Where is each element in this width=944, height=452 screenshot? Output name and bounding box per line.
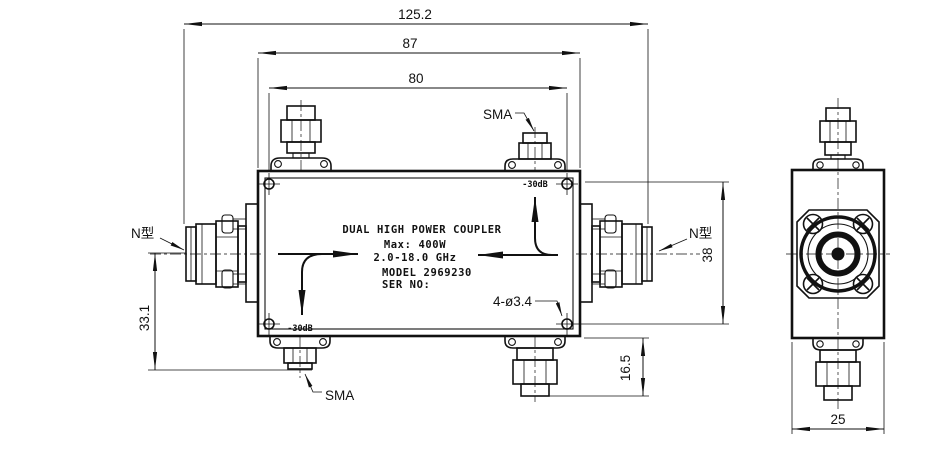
base-flange bbox=[504, 335, 566, 349]
power-rating-text: Max: 400W bbox=[384, 239, 446, 251]
flow-arrow-right bbox=[478, 197, 558, 259]
sma-label-top: SMA bbox=[483, 107, 535, 132]
flange-plate bbox=[245, 203, 259, 303]
dim-sma-protrusion-text: 16.5 bbox=[618, 355, 633, 381]
n-type-label-right: N型 bbox=[658, 226, 712, 252]
dim-hole-spacing: 80 bbox=[268, 71, 568, 171]
hole-callout-leader bbox=[535, 300, 563, 317]
flange-plate bbox=[579, 203, 593, 303]
coupling-label-bottom: -30dB bbox=[287, 324, 313, 334]
leader-line bbox=[515, 112, 535, 132]
dim-port-height-text: 33.1 bbox=[137, 305, 152, 331]
body-inner-outline bbox=[264, 177, 574, 330]
dim-side-width-text: 25 bbox=[830, 412, 845, 427]
hole-callout: 4-ø3.4 bbox=[493, 294, 563, 317]
side-view bbox=[786, 98, 890, 410]
n-connector-left bbox=[150, 203, 262, 303]
flow-arrow-left bbox=[278, 250, 358, 315]
frequency-text: 2.0-18.0 GHz bbox=[373, 252, 456, 264]
leader-line bbox=[658, 238, 688, 252]
mounting-flange bbox=[796, 209, 880, 299]
dim-flange-width-text: 87 bbox=[402, 36, 417, 51]
flange-screw-top bbox=[221, 214, 246, 234]
base-flange bbox=[504, 158, 566, 172]
n-type-label-right-text: N型 bbox=[689, 226, 712, 241]
coupling-label-top: -30dB bbox=[522, 180, 548, 190]
dim-port-height: 33.1 bbox=[137, 252, 312, 371]
front-view: DUAL HIGH POWER COUPLER Max: 400W 2.0-18… bbox=[131, 100, 712, 403]
flange-screw-top-right bbox=[852, 213, 874, 235]
model-text: MODEL 2969230 bbox=[382, 267, 472, 279]
flange-screw-bottom-left bbox=[802, 273, 824, 295]
base-flange bbox=[812, 158, 864, 171]
flange-screw-bottom bbox=[221, 269, 246, 289]
corner-hole-top-right bbox=[556, 173, 578, 195]
sma-label-bottom: SMA bbox=[304, 373, 354, 403]
dim-overall-width-text: 125.2 bbox=[398, 7, 432, 22]
dim-body-height: 38 bbox=[578, 181, 729, 325]
corner-hole-bottom-left bbox=[258, 313, 280, 335]
sma-label-bottom-text: SMA bbox=[325, 388, 354, 403]
dim-hole-spacing-text: 80 bbox=[408, 71, 423, 86]
flange-screw-top-left bbox=[802, 213, 824, 235]
base-flange bbox=[269, 335, 331, 349]
title-text: DUAL HIGH POWER COUPLER bbox=[342, 224, 501, 236]
n-connector-face bbox=[799, 215, 877, 293]
title-block: DUAL HIGH POWER COUPLER Max: 400W 2.0-18… bbox=[342, 224, 501, 291]
dim-side-width: 25 bbox=[791, 342, 885, 434]
flange-screw-bottom bbox=[592, 269, 617, 289]
sma-connector-top-right bbox=[504, 127, 566, 172]
side-sma-top bbox=[812, 107, 864, 171]
sma-label-top-text: SMA bbox=[483, 107, 512, 122]
serial-text: SER NO: bbox=[382, 279, 430, 291]
leader-line bbox=[304, 373, 322, 393]
sma-connector-bottom-left bbox=[269, 335, 331, 378]
base-flange bbox=[270, 157, 332, 172]
corner-hole-top-left bbox=[258, 173, 280, 195]
n-type-label-left-text: N型 bbox=[131, 226, 154, 241]
dim-overall-width: 125.2 bbox=[183, 7, 649, 224]
n-connector-right bbox=[576, 203, 700, 303]
leader-line bbox=[159, 237, 185, 251]
sma-connector-top-left bbox=[270, 100, 332, 172]
n-type-label-left: N型 bbox=[131, 226, 185, 251]
corner-hole-bottom-right bbox=[556, 313, 578, 335]
sma-connector-bottom-right bbox=[504, 335, 566, 402]
dim-sma-protrusion: 16.5 bbox=[549, 337, 649, 397]
flange-screw-bottom-right bbox=[852, 273, 874, 295]
flange-screw-top bbox=[592, 214, 617, 234]
side-sma-bottom bbox=[812, 337, 864, 401]
dim-flange-width: 87 bbox=[257, 36, 581, 168]
hole-callout-text: 4-ø3.4 bbox=[493, 294, 533, 309]
dim-body-height-text: 38 bbox=[700, 247, 715, 262]
